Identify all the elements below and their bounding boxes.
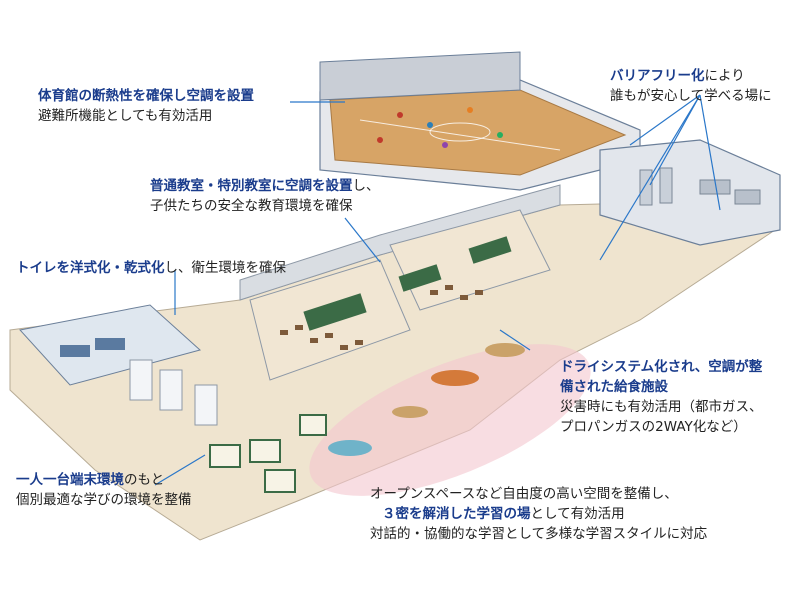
gym-building [319,51,641,191]
device-heading-suffix: のもと [124,472,165,488]
kitchen-heading-1: ドライシステム化され、空調が整 [560,359,763,375]
kitchen-heading-2: 備された給食施設 [560,379,668,395]
openspace-heading-suffix: として有効活用 [530,506,625,522]
open-space-furniture [328,343,525,456]
kitchen-detail-2: プロパンガスの2WAY化など） [560,419,747,435]
device-detail: 個別最適な学びの環境を整備 [16,492,192,508]
callout-classroom: 普通教室・特別教室に空調を設置し、 子供たちの安全な教育環境を確保 [150,176,380,216]
openspace-line-3: 対話的・協働的な学習として多様な学習スタイルに対応 [370,526,708,542]
classroom-blocks [249,209,551,381]
classroom-detail: 子供たちの安全な教育環境を確保 [150,198,353,214]
open-space-glow [309,344,591,496]
callout-barrier-free: バリアフリー化により 誰もが安心して学べる場に [610,66,772,106]
openspace-heading: ３密を解消した学習の場 [382,506,531,522]
callout-device: 一人一台端末環境のもと 個別最適な学びの環境を整備 [16,470,192,510]
callout-open-space: オープンスペースなど自由度の高い空間を整備し、 ３密を解消した学習の場として有効… [370,484,707,544]
callout-kitchen: ドライシステム化され、空調が整 備された給食施設 災害時にも有効活用（都市ガス、… [560,357,763,437]
toilet-detail: し、衛生環境を確保 [164,260,287,276]
toilet-rooms [19,304,218,426]
device-area-boards [209,414,327,493]
device-heading: 一人一台端末環境 [16,472,124,488]
callout-gym: 体育館の断熱性を確保し空調を設置 避難所機能としても有効活用 [38,86,254,126]
classroom-heading-suffix: し、 [352,178,380,194]
classroom-heading: 普通教室・特別教室に空調を設置 [150,178,353,194]
openspace-line-1: オープンスペースなど自由度の高い空間を整備し、 [370,486,678,502]
toilet-heading: トイレを洋式化・乾式化 [16,260,165,276]
gym-heading: 体育館の断熱性を確保し空調を設置 [38,88,254,104]
callout-toilet: トイレを洋式化・乾式化し、衛生環境を確保 [16,258,286,278]
gym-detail: 避難所機能としても有効活用 [38,108,213,124]
barrier-heading: バリアフリー化 [610,68,705,84]
barrier-heading-suffix: により [704,68,745,84]
barrier-detail: 誰もが安心して学べる場に [610,88,772,104]
leader-lines [154,94,721,486]
kitchen-detail-1: 災害時にも有効活用（都市ガス、 [560,399,763,415]
